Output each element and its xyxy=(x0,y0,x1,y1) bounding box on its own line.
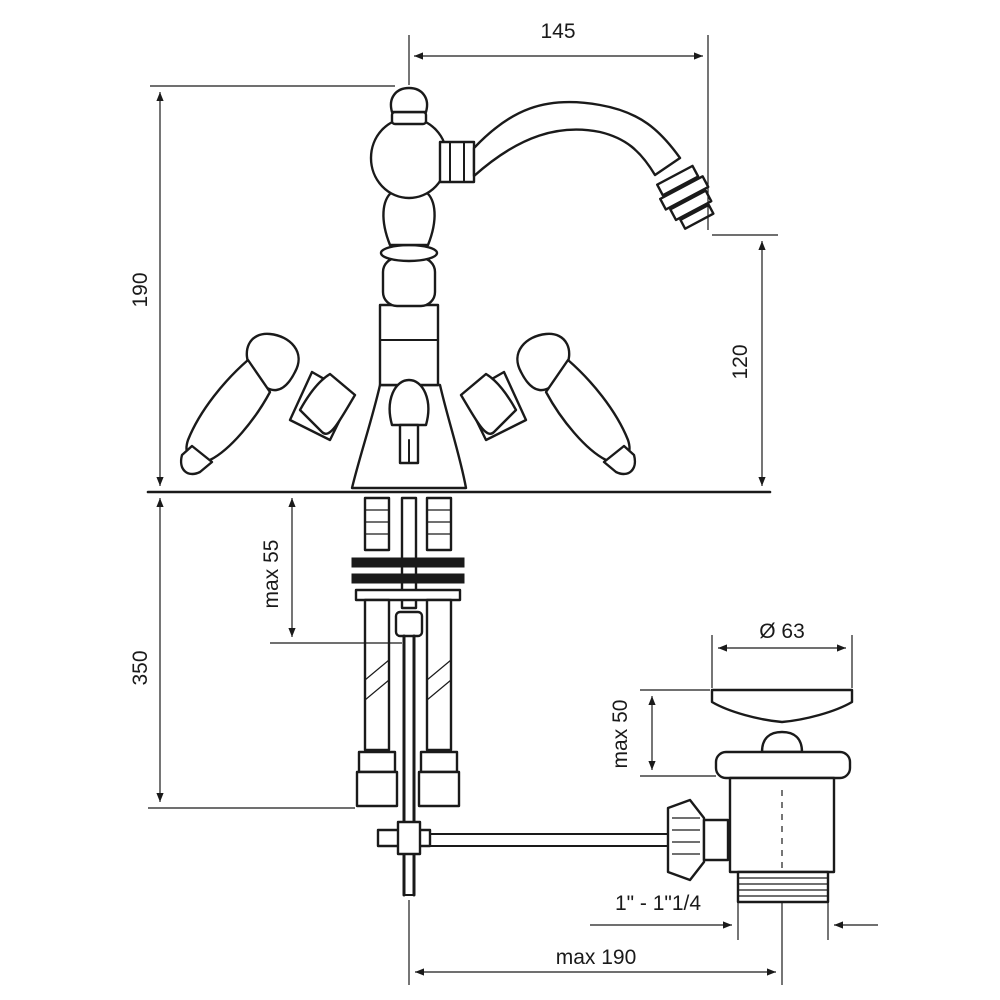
dim-label-deck-thickness: max 55 xyxy=(260,540,283,609)
dim-label-spout-reach: 145 xyxy=(540,20,575,43)
dim-label-total-height: 190 xyxy=(129,272,152,307)
dimension-spout-reach: 145 xyxy=(408,20,709,230)
under-deck-assembly xyxy=(351,496,465,897)
dimension-waste-diameter: Ø 63 xyxy=(711,620,853,688)
left-handle xyxy=(179,332,357,476)
right-handle xyxy=(459,332,637,476)
dim-label-rod-distance: max 190 xyxy=(556,946,637,969)
dim-label-waste-diameter: Ø 63 xyxy=(759,620,805,643)
pop-up-waste xyxy=(429,688,854,904)
dimension-waste-height: max 50 xyxy=(609,689,716,777)
dim-label-waste-thread: 1" - 1"1/4 xyxy=(615,892,701,915)
dimension-rod-distance: max 190 xyxy=(408,900,783,985)
dimension-spout-height: 120 xyxy=(712,234,778,486)
dim-label-spout-height: 120 xyxy=(729,344,752,379)
dimension-hose-length: 350 xyxy=(129,498,355,809)
spout xyxy=(438,100,715,230)
dimension-total-height: 190 xyxy=(129,85,395,486)
dim-label-waste-height: max 50 xyxy=(609,700,632,769)
dimension-deck-thickness: max 55 xyxy=(260,498,402,644)
dim-label-hose-length: 350 xyxy=(129,650,152,685)
dimension-waste-thread: 1" - 1"1/4 xyxy=(590,892,878,940)
faucet-body xyxy=(350,86,468,490)
